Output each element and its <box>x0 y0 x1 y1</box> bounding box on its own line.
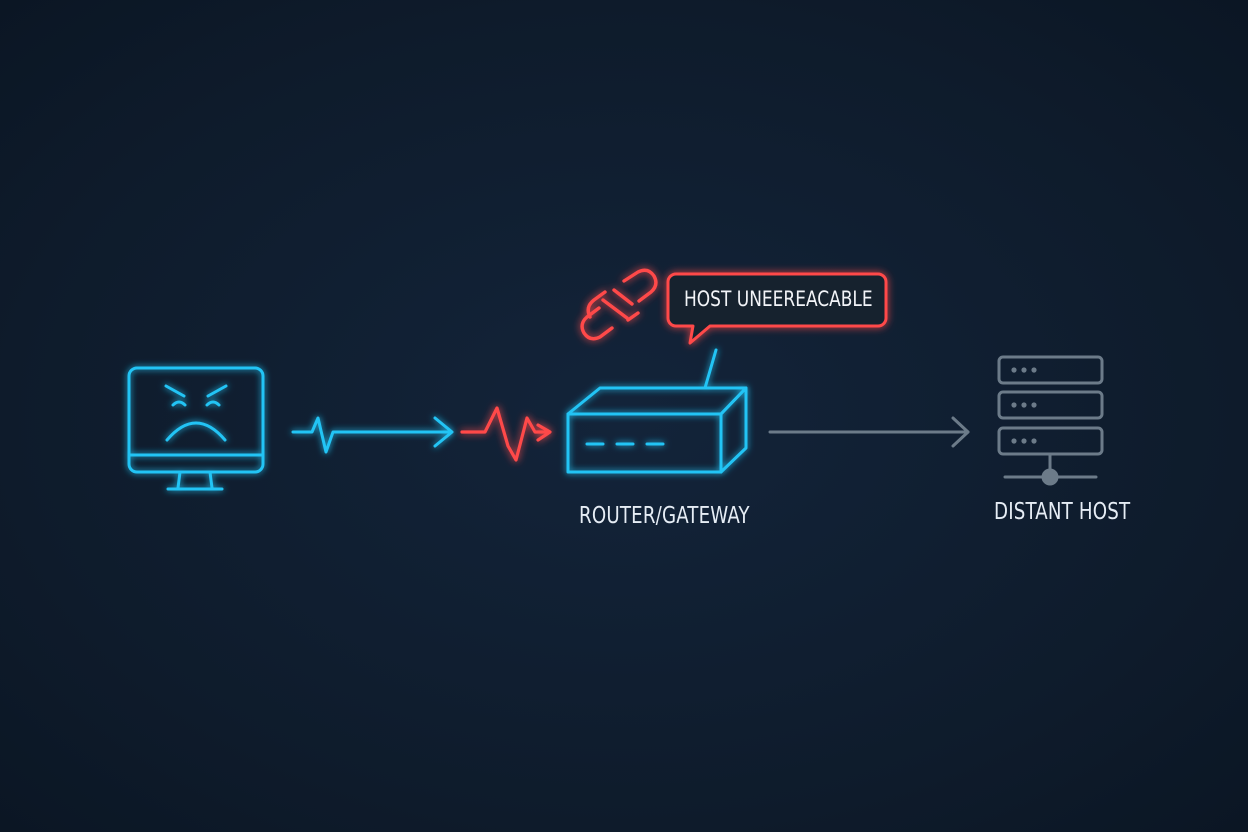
router-label: ROUTER/GATEWAY <box>579 503 750 529</box>
server-indicator-dots <box>1011 367 1037 444</box>
error-speech-bubble <box>666 272 888 345</box>
error-message: HOST UNEEREACABLE <box>684 287 873 311</box>
inactive-link-arrow <box>768 416 970 448</box>
broken-signal-icon <box>460 406 552 462</box>
angry-monitor-icon <box>127 366 265 491</box>
heartbeat-arrow-icon <box>291 416 454 454</box>
router-icon <box>566 348 748 474</box>
server-rack-icon <box>997 355 1104 486</box>
broken-link-icon <box>580 268 658 341</box>
host-label: DISTANT HOST <box>994 499 1131 525</box>
